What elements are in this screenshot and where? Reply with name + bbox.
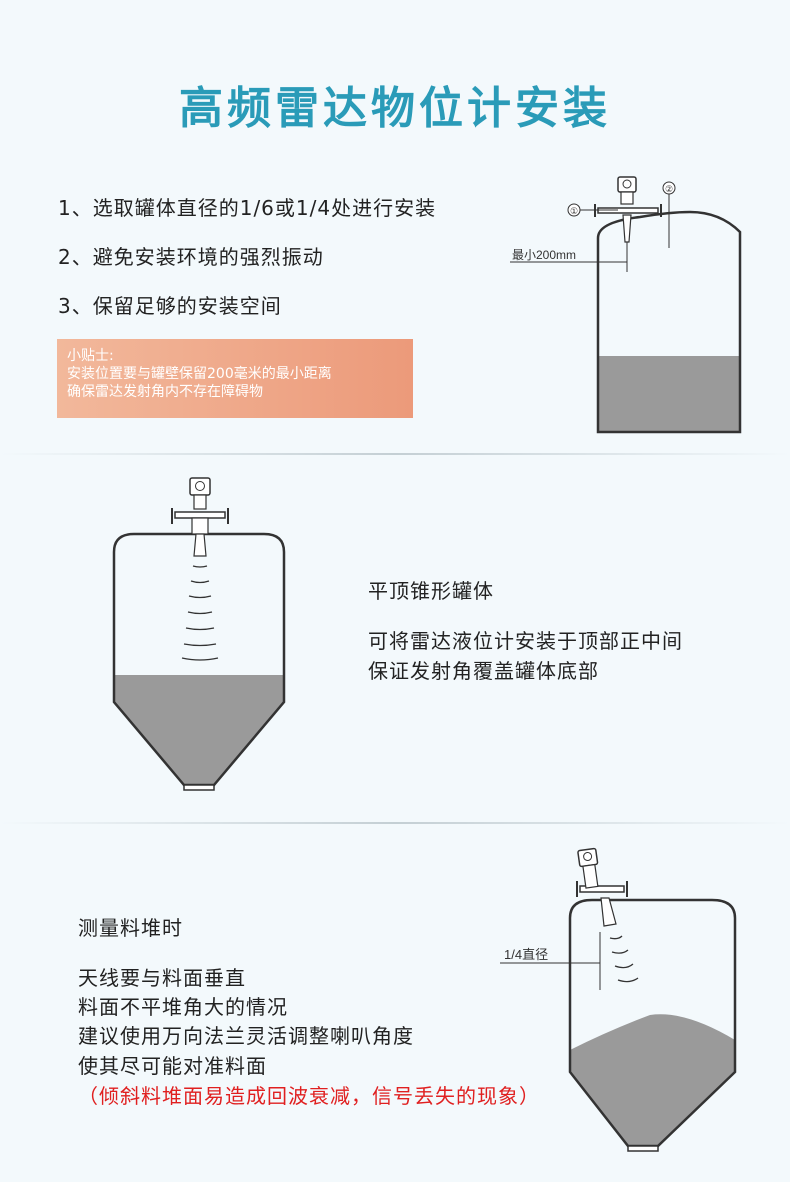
divider-2 xyxy=(0,822,790,824)
section3-line-1: 天线要与料面垂直 xyxy=(78,966,246,990)
radar-horn xyxy=(600,897,617,927)
distance-label: 最小200mm xyxy=(512,248,576,262)
tank-outline xyxy=(112,532,286,787)
flat-tank-diagram: ① ② 最小200mm xyxy=(510,176,742,434)
marker-2: ② xyxy=(665,184,673,194)
tank-liquid xyxy=(114,675,284,785)
step-3: 3、保留足够的安装空间 xyxy=(58,294,282,318)
material-pile xyxy=(570,1014,735,1146)
tank-outline xyxy=(568,898,737,1148)
radar-icon xyxy=(189,477,211,557)
radar-waves xyxy=(609,935,639,983)
section3-heading: 测量料堆时 xyxy=(78,916,183,940)
section3-line-4: 使其尽可能对准料面 xyxy=(78,1054,267,1078)
cone-tank-diagram xyxy=(112,477,286,791)
section3-line-3: 建议使用万向法兰灵活调整喇叭角度 xyxy=(78,1024,414,1048)
distance-label: 1/4直径 xyxy=(504,947,548,962)
step-1: 1、选取罐体直径的1/6或1/4处进行安装 xyxy=(58,196,437,220)
tip-line-2: 确保雷达发射角内不存在障碍物 xyxy=(67,384,263,400)
page-title: 高频雷达物位计安装 xyxy=(179,83,611,134)
section2-line-2: 保证发射角覆盖罐体底部 xyxy=(368,659,599,683)
tip-box: 小贴士: 安装位置要与罐壁保留200毫米的最小距离 确保雷达发射角内不存在障碍物 xyxy=(57,339,413,418)
radar-icon xyxy=(617,176,637,243)
tank-outline xyxy=(596,210,742,434)
radar-waves xyxy=(181,565,219,661)
tip-heading: 小贴士: xyxy=(67,348,114,364)
pile-tank-diagram: 1/4直径 xyxy=(500,847,737,1152)
radar-icon xyxy=(577,847,599,889)
section3-warning: （倾斜料堆面易造成回波衰减，信号丢失的现象） xyxy=(78,1084,540,1108)
tip-line-1: 安装位置要与罐壁保留200毫米的最小距离 xyxy=(67,366,332,382)
section3-line-2: 料面不平堆角大的情况 xyxy=(78,995,288,1019)
step-2: 2、避免安装环境的强烈振动 xyxy=(58,245,324,269)
section2-line-1: 可将雷达液位计安装于顶部正中间 xyxy=(368,629,683,653)
marker-1: ① xyxy=(570,206,578,216)
section2-heading: 平顶锥形罐体 xyxy=(368,579,494,603)
tank-liquid xyxy=(598,356,740,432)
divider-1 xyxy=(0,453,790,455)
